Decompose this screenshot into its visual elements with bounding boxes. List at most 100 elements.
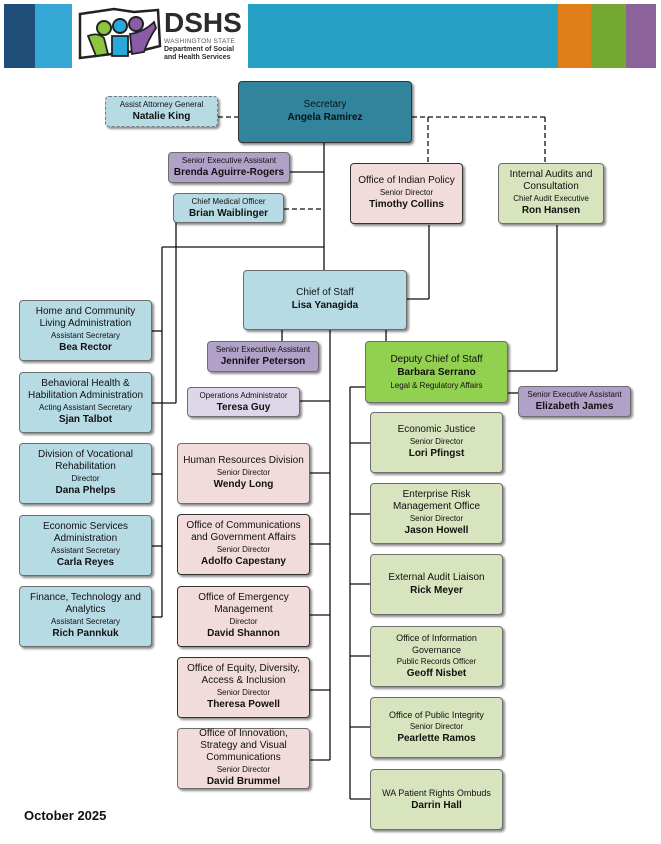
deputy-unit-name: Enterprise Risk Management Office (392, 489, 481, 512)
senior-exec-assistant-brenda-box[interactable]: Senior Executive Assistant Brenda Aguirr… (168, 152, 290, 183)
administration-role: Director (71, 474, 100, 483)
office-name: Wendy Long (213, 479, 274, 490)
deputy-unit-person: Darrin Hall (411, 799, 462, 811)
administration-unit: Finance, Technology and Analytics (29, 592, 141, 615)
administration-role: Assistant Secretary (51, 617, 120, 626)
office-role: Senior Director (216, 688, 271, 697)
banner-band-lightblue (35, 4, 72, 68)
indian-policy-unit: Office of Indian Policy (358, 175, 455, 186)
secretary-box[interactable]: Secretary Angela Ramirez (238, 81, 412, 143)
dshs-logo: DSHS WASHINGTON STATE Department of Soci… (72, 4, 248, 68)
deputy-unit-box[interactable]: Enterprise Risk Management Office Senior… (370, 483, 503, 544)
administration-role: Assistant Secretary (51, 546, 120, 555)
attorney-general-name: Natalie King (132, 111, 191, 122)
chief-of-staff-box[interactable]: Chief of Staff Lisa Yanagida (243, 270, 407, 330)
office-box[interactable]: Office of Equity, Diversity, Access & In… (177, 657, 310, 718)
deputy-title: Deputy Chief of Staff (390, 353, 483, 365)
elizabeth-role: Senior Executive Assistant (527, 390, 622, 399)
brenda-name: Brenda Aguirre-Rogers (173, 167, 285, 178)
deputy-unit-box[interactable]: WA Patient Rights Ombuds Darrin Hall (370, 769, 503, 830)
senior-exec-assistant-jennifer-box[interactable]: Senior Executive Assistant Jennifer Pete… (207, 341, 319, 372)
deputy-note: Legal & Regulatory Affairs (390, 380, 483, 390)
chief-of-staff-name: Lisa Yanagida (291, 300, 359, 311)
family-logo-icon (78, 7, 162, 60)
office-role: Senior Director (216, 545, 271, 554)
administration-role: Acting Assistant Secretary (39, 403, 132, 412)
deputy-unit-name: WA Patient Rights Ombuds (382, 787, 491, 798)
office-role: Director (229, 617, 258, 626)
deputy-unit-role: Senior Director (409, 514, 464, 523)
logo-dept-line1: Department of Social (164, 46, 235, 53)
office-role: Senior Director (216, 765, 271, 774)
brenda-role: Senior Executive Assistant (181, 156, 277, 165)
jennifer-name: Jennifer Peterson (220, 356, 306, 367)
attorney-general-box[interactable]: Assist Attorney General Natalie King (105, 96, 218, 127)
administration-role: Assistant Secretary (51, 331, 120, 340)
header-banner: DSHS WASHINGTON STATE Department of Soci… (4, 4, 656, 68)
deputy-unit-name: Economic Justice (397, 424, 476, 435)
administration-unit: Economic Services Administration (42, 521, 129, 544)
indian-policy-box[interactable]: Office of Indian Policy Senior Director … (350, 163, 463, 224)
banner-band-navy (4, 4, 35, 68)
administration-unit: Home and Community Living Administration (35, 306, 136, 329)
cmo-role: Chief Medical Officer (191, 196, 266, 206)
administration-name: Dana Phelps (55, 485, 116, 496)
administration-unit: Behavioral Health & Habilitation Adminis… (27, 378, 144, 401)
logo-dept-line2: and Health Services (164, 54, 231, 61)
deputy-unit-box[interactable]: External Audit Liaison Rick Meyer (370, 554, 503, 615)
office-box[interactable]: Office of Innovation, Strategy and Visua… (177, 728, 310, 789)
deputy-unit-person: Lori Pfingst (408, 448, 465, 459)
administration-name: Sjan Talbot (58, 414, 113, 425)
administration-box[interactable]: Behavioral Health & Habilitation Adminis… (19, 372, 152, 433)
indian-policy-name: Timothy Collins (369, 199, 444, 210)
banner-band-purple (626, 4, 656, 68)
operations-administrator-box[interactable]: Operations Administrator Teresa Guy (187, 387, 300, 417)
office-unit: Office of Innovation, Strategy and Visua… (199, 728, 288, 763)
logo-state: WASHINGTON STATE (164, 38, 236, 45)
administration-box[interactable]: Economic Services Administration Assista… (19, 515, 152, 576)
administration-name: Rich Pannkuk (52, 628, 119, 639)
administration-box[interactable]: Home and Community Living Administration… (19, 300, 152, 361)
deputy-unit-box[interactable]: Office of Public Integrity Senior Direct… (370, 697, 503, 758)
chief-medical-officer-box[interactable]: Chief Medical Officer Brian Waiblinger (173, 193, 284, 223)
operations-admin-name: Teresa Guy (216, 401, 271, 413)
deputy-unit-name: Office of Information Governance (396, 633, 477, 655)
elizabeth-name: Elizabeth James (535, 401, 614, 412)
operations-admin-role: Operations Administrator (199, 390, 288, 400)
deputy-unit-box[interactable]: Office of Information Governance Public … (370, 626, 503, 687)
administration-box[interactable]: Division of Vocational Rehabilitation Di… (19, 443, 152, 504)
office-unit: Office of Equity, Diversity, Access & In… (187, 663, 300, 686)
office-box[interactable]: Office of Emergency Management Director … (177, 586, 310, 647)
internal-audits-name: Ron Hansen (521, 205, 581, 216)
office-box[interactable]: Office of Communications and Government … (177, 514, 310, 575)
banner-band-green (591, 4, 626, 68)
administration-name: Carla Reyes (56, 557, 115, 568)
jennifer-role: Senior Executive Assistant (215, 345, 311, 354)
senior-exec-assistant-elizabeth-box[interactable]: Senior Executive Assistant Elizabeth Jam… (518, 386, 631, 417)
attorney-general-role: Assist Attorney General (119, 100, 204, 109)
deputy-unit-person: Rick Meyer (410, 584, 463, 596)
chart-date: October 2025 (24, 808, 107, 823)
office-box[interactable]: Human Resources Division Senior Director… (177, 443, 310, 504)
deputy-unit-person: Pearlette Ramos (397, 733, 476, 744)
administration-name: Bea Rector (59, 342, 112, 353)
administration-box[interactable]: Finance, Technology and Analytics Assist… (19, 586, 152, 647)
office-name: Adolfo Capestany (200, 556, 286, 567)
deputy-name: Barbara Serrano (397, 366, 476, 378)
internal-audits-box[interactable]: Internal Audits and Consultation Chief A… (498, 163, 604, 224)
deputy-unit-person: Geoff Nisbet (406, 668, 467, 679)
office-unit: Office of Communications and Government … (186, 520, 301, 543)
indian-policy-role: Senior Director (379, 188, 434, 197)
deputy-unit-name: External Audit Liaison (388, 571, 485, 583)
banner-band-teal (248, 4, 558, 68)
office-unit: Office of Emergency Management (198, 592, 289, 615)
deputy-unit-role: Senior Director (409, 437, 464, 446)
office-name: David Shannon (207, 628, 280, 639)
deputy-chief-of-staff-box[interactable]: Deputy Chief of Staff Barbara Serrano Le… (365, 341, 508, 403)
deputy-unit-box[interactable]: Economic Justice Senior Director Lori Pf… (370, 412, 503, 473)
office-name: David Brummel (206, 776, 281, 787)
logo-title: DSHS (164, 7, 242, 38)
deputy-unit-role: Public Records Officer (396, 657, 477, 666)
logo-dept: Department of Social and Health Services (164, 46, 234, 62)
